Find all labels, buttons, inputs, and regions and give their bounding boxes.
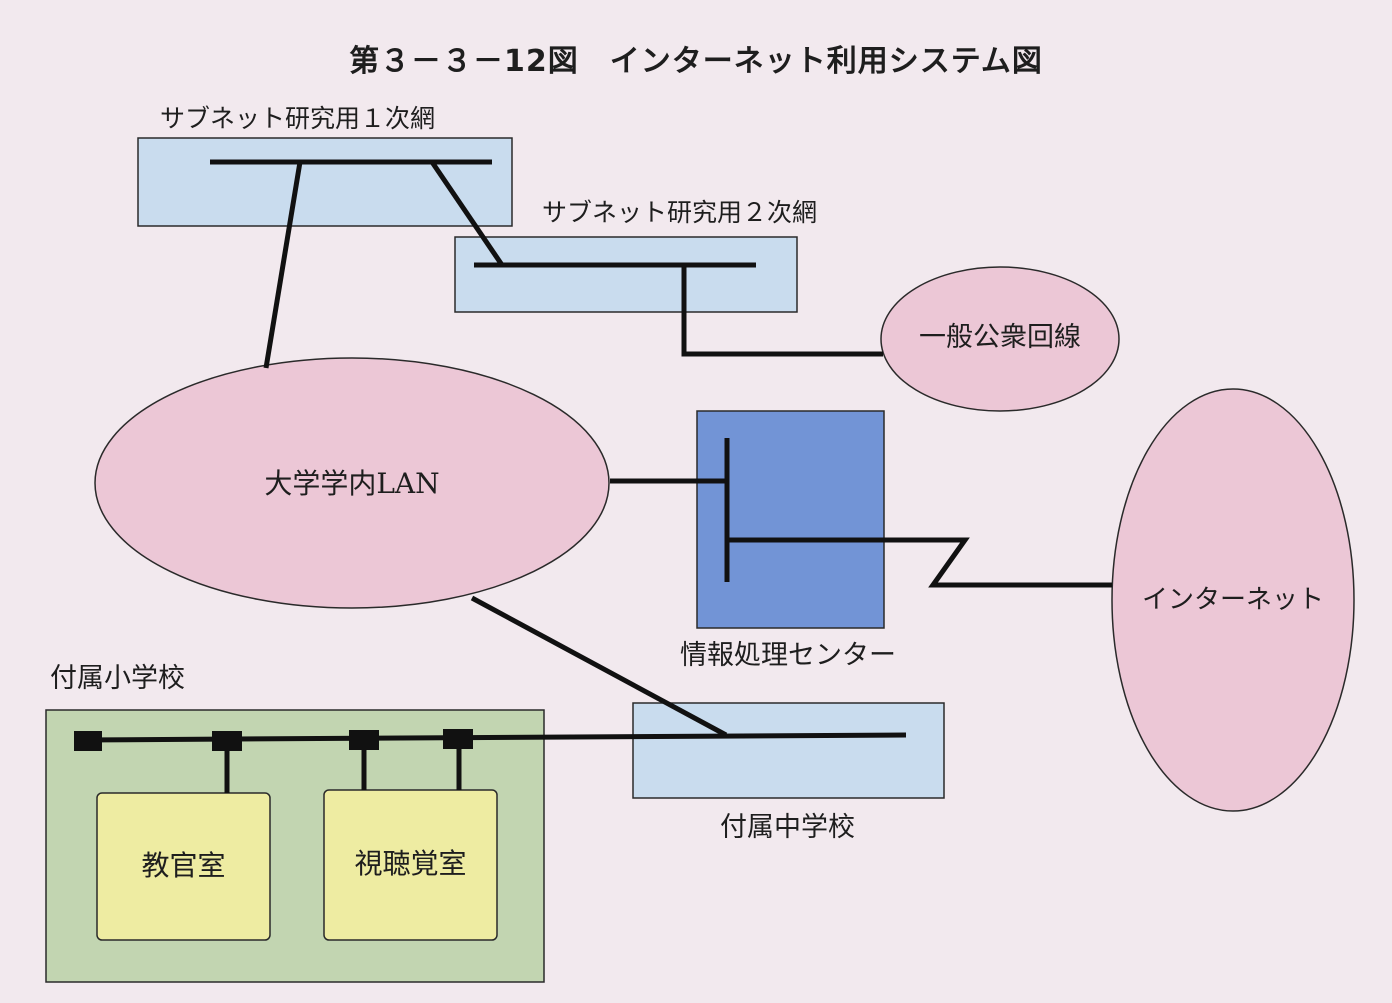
link-subnet2-public xyxy=(681,265,883,357)
internet-label: インターネット xyxy=(1141,585,1324,615)
diagram-title: 第３－３－12図 インターネット利用システム図 xyxy=(349,44,1043,79)
av-room-label: 視聴覚室 xyxy=(354,847,467,880)
internet-ellipse xyxy=(1111,388,1355,812)
subnet2-label: サブネット研究用２次網 xyxy=(542,198,818,227)
elementary-label: 付属小学校 xyxy=(50,663,185,694)
link-lan-junior-high xyxy=(470,595,728,738)
junior-high-box xyxy=(632,702,945,799)
subnet2-box xyxy=(454,236,798,313)
av-room-box xyxy=(323,789,498,941)
bus-node-1 xyxy=(74,731,102,751)
faculty-room-box xyxy=(96,792,271,941)
public-line-ellipse xyxy=(880,266,1120,412)
subnet1-box xyxy=(137,137,513,227)
bus-node-3 xyxy=(349,730,379,750)
public-line-label: 一般公衆回線 xyxy=(919,322,1081,353)
info-center-label: 情報処理センター xyxy=(680,640,896,671)
bus-node-4 xyxy=(443,729,473,749)
junior-high-label: 付属中学校 xyxy=(720,812,855,843)
subnet1-label: サブネット研究用１次網 xyxy=(160,104,436,133)
campus-lan-label: 大学学内LAN xyxy=(264,467,440,500)
faculty-room-label: 教官室 xyxy=(141,849,226,882)
link-center-internet xyxy=(727,537,1112,588)
link-subnet1-lan xyxy=(263,161,303,369)
bus-node-2 xyxy=(212,731,242,751)
link-subnet1-subnet2 xyxy=(429,160,505,267)
campus-lan-ellipse xyxy=(94,357,610,609)
